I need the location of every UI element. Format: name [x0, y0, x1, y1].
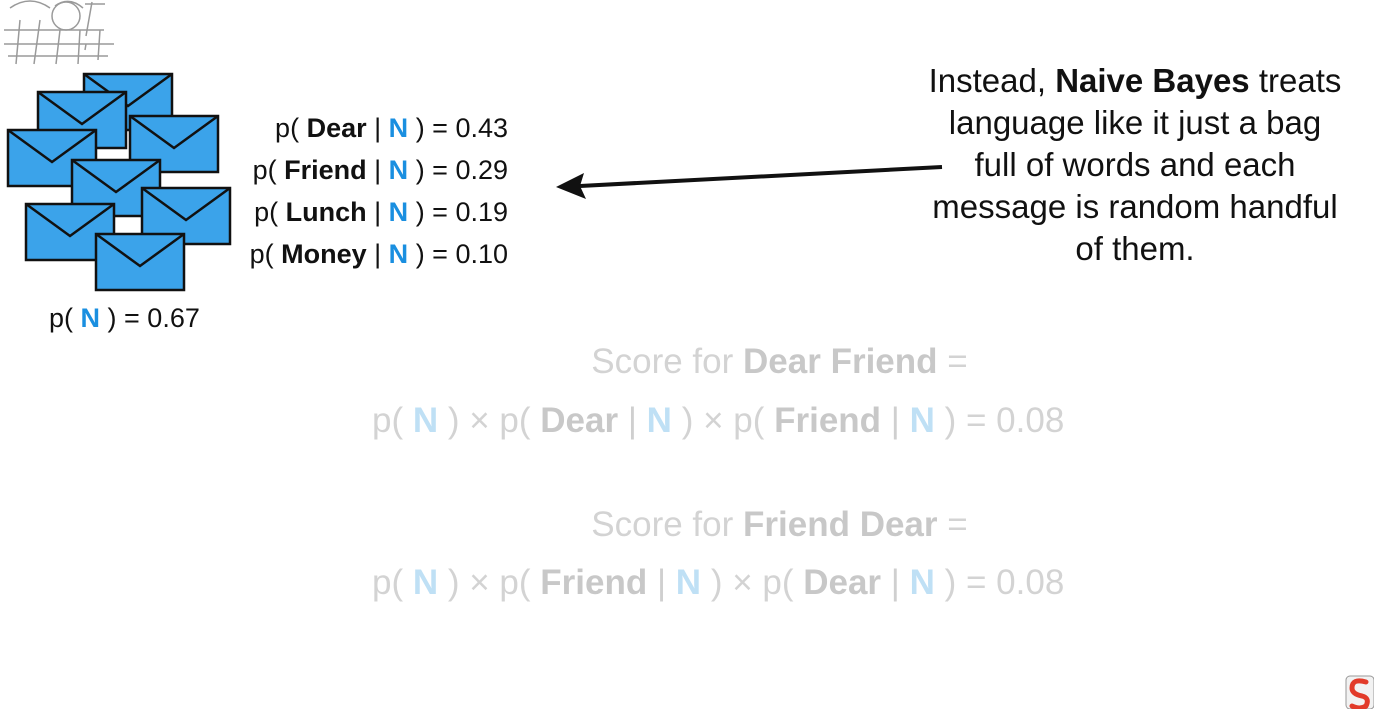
prior-probability: p( N ) = 0.67	[49, 303, 200, 333]
callout-line-5: of them.	[1075, 230, 1195, 267]
score-friend-dear-title: Score for Friend Dear =	[591, 505, 968, 544]
score-friend-dear-formula: p( N ) × p( Friend | N ) × p( Dear | N )…	[372, 563, 1065, 602]
score-dear-friend-formula: p( N ) × p( Dear | N ) × p( Friend | N )…	[372, 401, 1065, 440]
callout-line-2: language like it just a bag	[948, 104, 1322, 141]
callout-line-1: Instead, Naive Bayes treats	[928, 62, 1342, 99]
statquest-logo-icon	[4, 0, 114, 65]
statquest-corner-logo-icon	[1345, 675, 1374, 709]
likelihood-money: p( Money | N ) = 0.10	[249, 239, 508, 269]
likelihood-lunch: p( Lunch | N ) = 0.19	[254, 197, 508, 227]
naive-bayes-callout: Instead, Naive Bayes treats language lik…	[900, 60, 1370, 270]
callout-line-3: full of words and each	[974, 146, 1296, 183]
likelihood-dear: p( Dear | N ) = 0.43	[275, 113, 508, 143]
envelope-stack-icon	[6, 72, 232, 292]
likelihood-list: p( Dear | N ) = 0.43 p( Friend | N ) = 0…	[250, 115, 508, 283]
callout-line-4: message is random handful	[932, 188, 1338, 225]
likelihood-friend: p( Friend | N ) = 0.29	[252, 155, 508, 185]
score-dear-friend-title: Score for Dear Friend =	[591, 342, 968, 381]
arrow-left-icon	[556, 165, 943, 199]
